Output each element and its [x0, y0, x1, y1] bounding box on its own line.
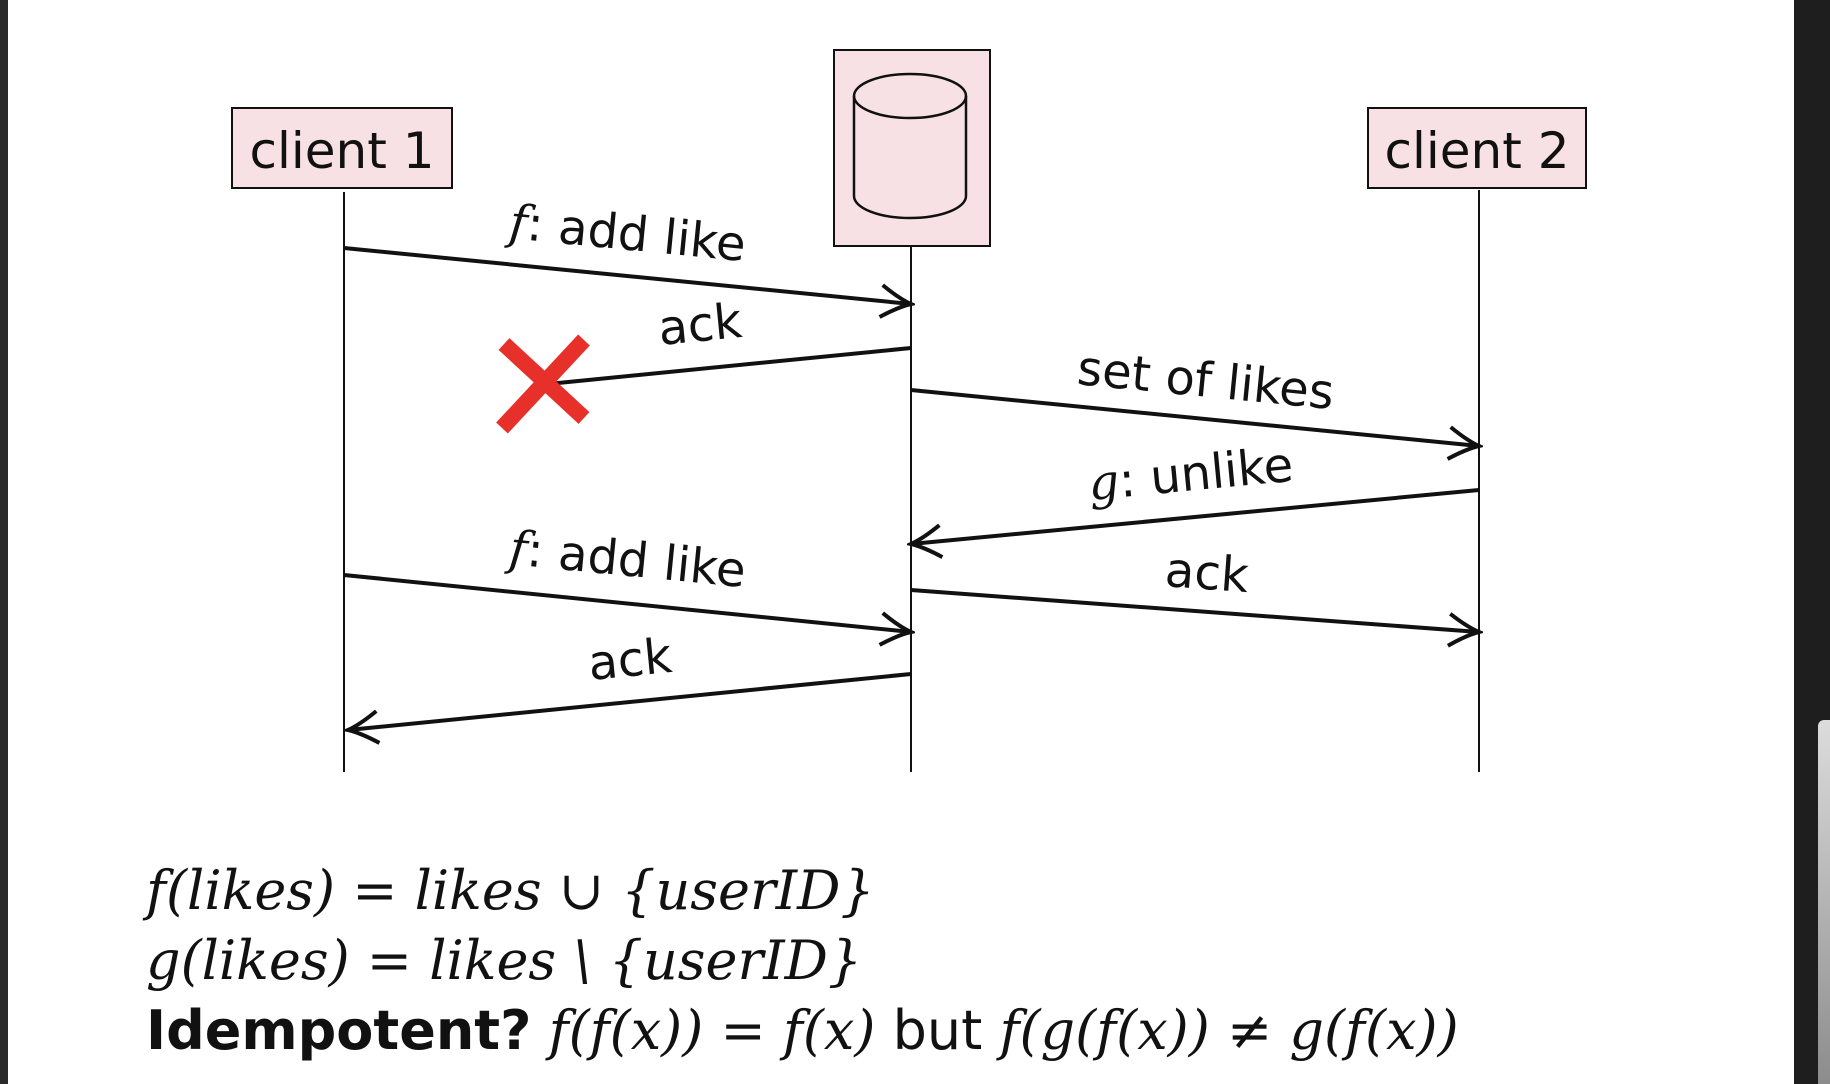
message-label-2-text: ack [656, 293, 745, 357]
lost-message-cross-icon [496, 334, 590, 434]
message-label-4-var: g [1086, 453, 1122, 512]
participant-client1-label: client 1 [249, 122, 434, 180]
formula-g-text: g(likes) = likes \ {userID} [146, 929, 863, 992]
message-label-4-text: : unlike [1116, 437, 1295, 509]
formula-f-text: f(likes) = likes ∪ {userID} [146, 859, 875, 922]
formula-g: g(likes) = likes \ {userID} [146, 926, 1459, 996]
message-arrow-6 [910, 588, 1479, 632]
message-arrow-7 [348, 672, 912, 730]
sequence-diagram: client 1 client 2 f: add like [231, 49, 1587, 772]
message-label-7-text: ack [586, 628, 675, 692]
message-label-1: f: add like [504, 194, 748, 273]
database-icon [852, 72, 968, 220]
message-arrow-5 [343, 573, 911, 632]
formula-block: f(likes) = likes ∪ {userID} g(likes) = l… [146, 856, 1459, 1066]
idempotent-but: but [892, 999, 983, 1062]
message-label-1-text: : add like [525, 196, 749, 273]
message-arrow-2 [547, 346, 912, 386]
idempotent-lhs: f(f(x)) = f(x) [548, 999, 876, 1062]
side-panel-edge [1818, 720, 1830, 1084]
message-label-2: ack [656, 293, 745, 357]
message-label-7: ack [586, 628, 675, 692]
message-arrow-1 [343, 246, 911, 304]
idempotent-question: Idempotent? f(f(x)) = f(x) but f(g(f(x))… [146, 996, 1459, 1066]
window-edge [1794, 0, 1830, 1084]
participant-client1: client 1 [231, 107, 453, 189]
idempotent-label: Idempotent? [146, 999, 532, 1062]
message-label-5: f: add like [504, 520, 748, 599]
participant-server [833, 49, 991, 247]
formula-f: f(likes) = likes ∪ {userID} [146, 856, 1459, 926]
message-label-6-text: ack [1163, 542, 1251, 604]
idempotent-rhs: f(g(f(x)) ≠ g(f(x)) [999, 999, 1459, 1062]
participant-client2: client 2 [1367, 107, 1587, 189]
message-arrow-3 [910, 388, 1479, 446]
message-label-4: g: unlike [1086, 437, 1296, 512]
message-label-6: ack [1163, 542, 1251, 604]
participant-client2-label: client 2 [1384, 122, 1569, 180]
message-arrow-4 [911, 488, 1480, 544]
message-label-5-text: : add like [525, 522, 749, 599]
slide: client 1 client 2 f: add like [8, 0, 1794, 1084]
